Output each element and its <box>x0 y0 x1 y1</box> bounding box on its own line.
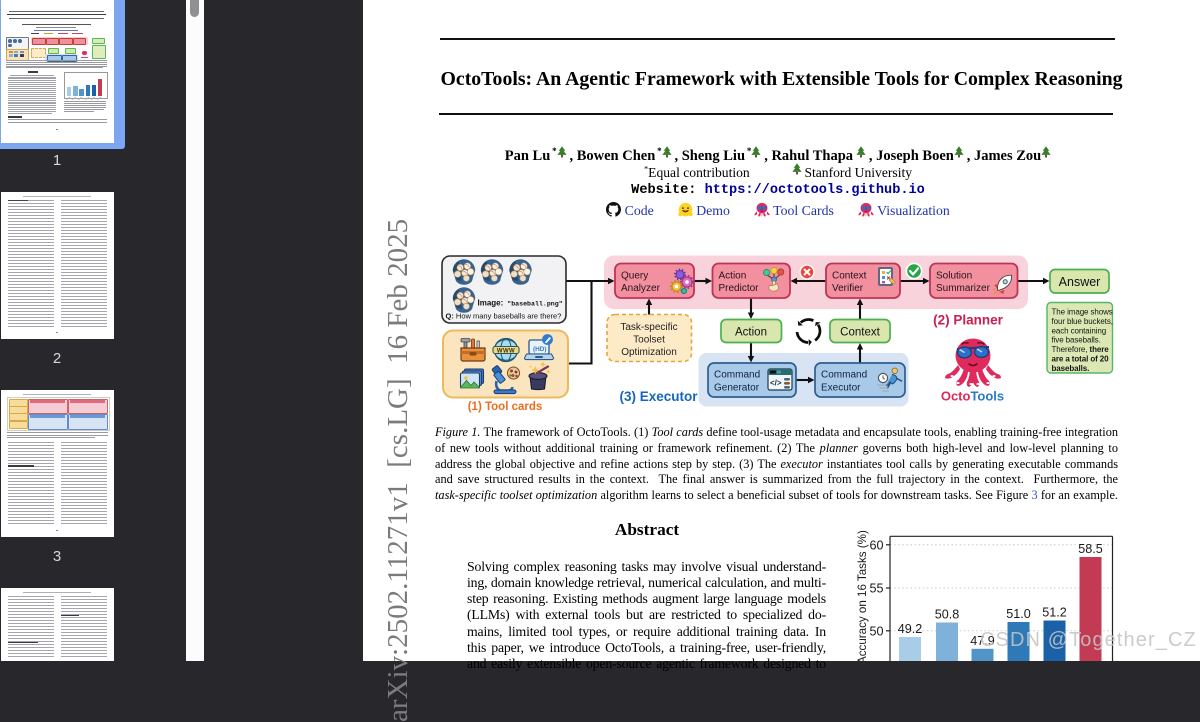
svg-text:Executor: Executor <box>821 383 861 394</box>
svg-text:47.9: 47.9 <box>970 634 995 648</box>
svg-text:OctoTools: OctoTools <box>941 389 1004 404</box>
svg-text:51.0: 51.0 <box>1006 607 1031 621</box>
svg-text:baseballs.: baseballs. <box>1052 364 1090 373</box>
svg-text:Analyzer: Analyzer <box>621 283 661 294</box>
svg-text:Image: "baseball.png": Image: "baseball.png" <box>478 299 563 308</box>
svg-text:49.2: 49.2 <box>898 622 923 636</box>
svg-text:Action: Action <box>735 327 767 339</box>
svg-text:Verifier: Verifier <box>832 283 864 294</box>
svg-text:Command: Command <box>714 370 760 381</box>
svg-text:Summarizer: Summarizer <box>936 283 991 294</box>
svg-text:Context: Context <box>832 271 867 282</box>
svg-text:Task-specific: Task-specific <box>620 322 677 333</box>
svg-text:four blue buckets,: four blue buckets, <box>1052 317 1113 326</box>
svg-text:Generator: Generator <box>714 383 760 394</box>
svg-text:Toolset: Toolset <box>633 335 665 346</box>
svg-text:60: 60 <box>869 538 883 552</box>
svg-text:(2) Planner: (2) Planner <box>933 313 1004 328</box>
svg-text:each containing: each containing <box>1052 326 1107 335</box>
svg-text:Answer: Answer <box>1059 275 1101 289</box>
svg-text:58.5: 58.5 <box>1078 542 1103 556</box>
svg-text:(3) Executor: (3) Executor <box>619 389 698 404</box>
svg-text:The image shows: The image shows <box>1052 308 1113 317</box>
svg-text:WWW: WWW <box>497 348 515 354</box>
svg-text:five baseballs.: five baseballs. <box>1052 336 1101 345</box>
svg-text:Optimization: Optimization <box>621 347 677 358</box>
svg-text:51.2: 51.2 <box>1042 606 1067 620</box>
svg-text:(1) Tool cards: (1) Tool cards <box>468 401 543 413</box>
svg-text:Predictor: Predictor <box>719 283 760 294</box>
svg-text:55: 55 <box>869 582 883 596</box>
svg-text:</>: </> <box>770 379 782 388</box>
svg-text:Query: Query <box>621 271 648 282</box>
svg-text:Q: How many baseballs are ther: Q: How many baseballs are there? <box>446 312 562 321</box>
svg-text:50.8: 50.8 <box>935 608 960 622</box>
svg-text:(HD): (HD) <box>533 346 547 353</box>
svg-text:Accuracy on 16 Tasks (%): Accuracy on 16 Tasks (%) <box>856 530 869 661</box>
svg-text:Therefore, there: Therefore, there <box>1052 345 1110 354</box>
svg-text:Command: Command <box>821 370 867 381</box>
svg-text:are a total of 20: are a total of 20 <box>1052 355 1110 364</box>
svg-text:50: 50 <box>869 624 883 638</box>
svg-text:Solution: Solution <box>936 271 972 282</box>
svg-text:Action: Action <box>719 271 747 282</box>
svg-text:Context: Context <box>840 327 880 339</box>
